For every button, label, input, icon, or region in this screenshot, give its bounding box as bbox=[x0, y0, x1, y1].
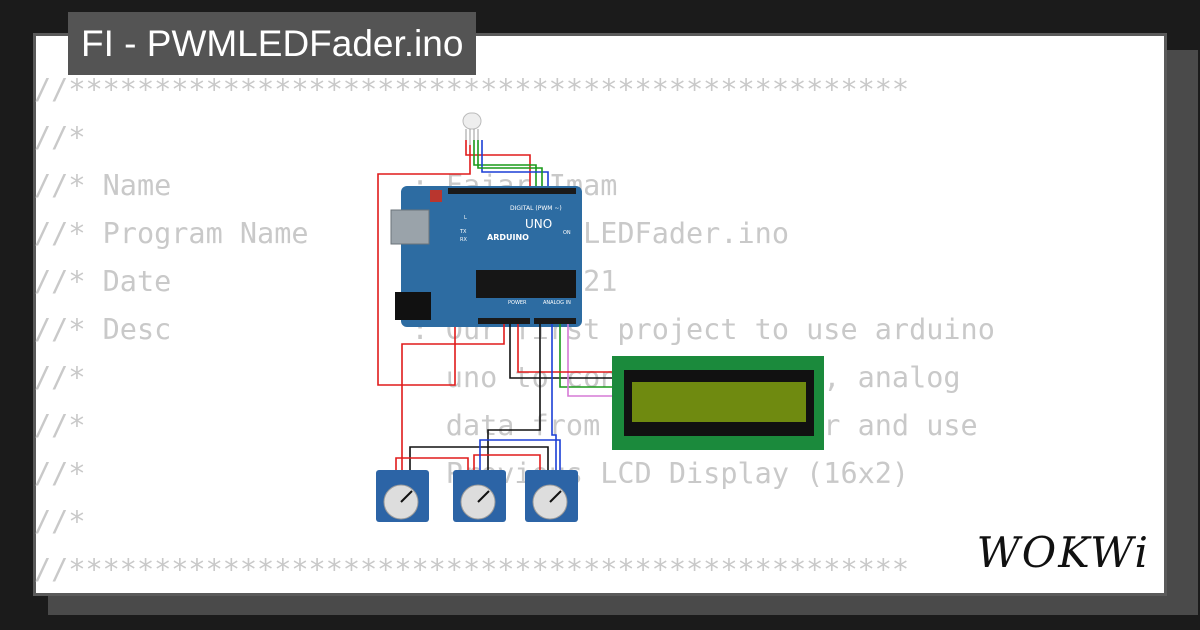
code-line: //**************************************… bbox=[34, 553, 910, 586]
wire-black-pot bbox=[487, 324, 541, 470]
analog-label: ANALOG IN bbox=[543, 300, 571, 306]
wire-green-sda bbox=[559, 324, 618, 388]
analog-header bbox=[534, 318, 576, 324]
board-wires bbox=[395, 324, 618, 470]
wire-green-led-2 bbox=[477, 140, 543, 192]
atmega-chip bbox=[476, 270, 576, 298]
rgb-led[interactable] bbox=[462, 112, 482, 145]
digital-header bbox=[448, 188, 576, 194]
wire-pink-scl bbox=[567, 324, 618, 397]
preview-card bbox=[33, 33, 1167, 596]
on-label: ON bbox=[563, 230, 571, 236]
usb-port bbox=[390, 209, 430, 245]
wire-red-pot-loop bbox=[377, 145, 471, 386]
power-header bbox=[478, 318, 530, 324]
project-title: FI - PWMLEDFader.ino bbox=[68, 12, 477, 75]
arduino-uno-board[interactable]: DIGITAL (PWM ~) UNO ARDUINO L TX RX ON P… bbox=[390, 186, 582, 327]
code-line: //* bbox=[34, 121, 86, 154]
wire-red-pot-chain bbox=[395, 457, 469, 470]
code-line: //* bbox=[34, 505, 86, 538]
wire-red-vcc-lcd bbox=[517, 324, 618, 373]
code-line: //**************************************… bbox=[34, 73, 910, 106]
wire-blue-led bbox=[481, 140, 549, 192]
reset-button bbox=[430, 190, 442, 202]
potentiometer-1[interactable] bbox=[376, 470, 429, 522]
digital-label: DIGITAL (PWM ~) bbox=[510, 205, 562, 212]
potentiometer-3[interactable] bbox=[525, 470, 578, 522]
power-jack bbox=[395, 292, 431, 320]
wire-red-led bbox=[465, 140, 531, 192]
lcd-16x2[interactable] bbox=[612, 356, 824, 450]
potentiometer-2[interactable] bbox=[453, 470, 506, 522]
board-model: UNO bbox=[525, 217, 552, 231]
wokwi-logo: WOKWi bbox=[976, 528, 1150, 577]
wire-green-led bbox=[473, 140, 537, 192]
led-rx-label: RX bbox=[460, 237, 467, 243]
wire-blue-pot bbox=[551, 324, 557, 470]
wire-blue-pot-2 bbox=[479, 439, 561, 470]
led-tx-label: TX bbox=[459, 229, 467, 235]
lcd-screen bbox=[632, 382, 806, 422]
power-label: POWER bbox=[508, 300, 527, 306]
wire-red-pot-chain-2 bbox=[473, 454, 541, 470]
board-brand: ARDUINO bbox=[487, 233, 529, 242]
code-line: //* Desc : Our first project to use ardu… bbox=[34, 313, 995, 346]
wire-black-gnd bbox=[509, 324, 618, 379]
wire-red-5v bbox=[401, 324, 505, 470]
led-wires bbox=[377, 140, 549, 386]
led-l-label: L bbox=[464, 215, 467, 221]
